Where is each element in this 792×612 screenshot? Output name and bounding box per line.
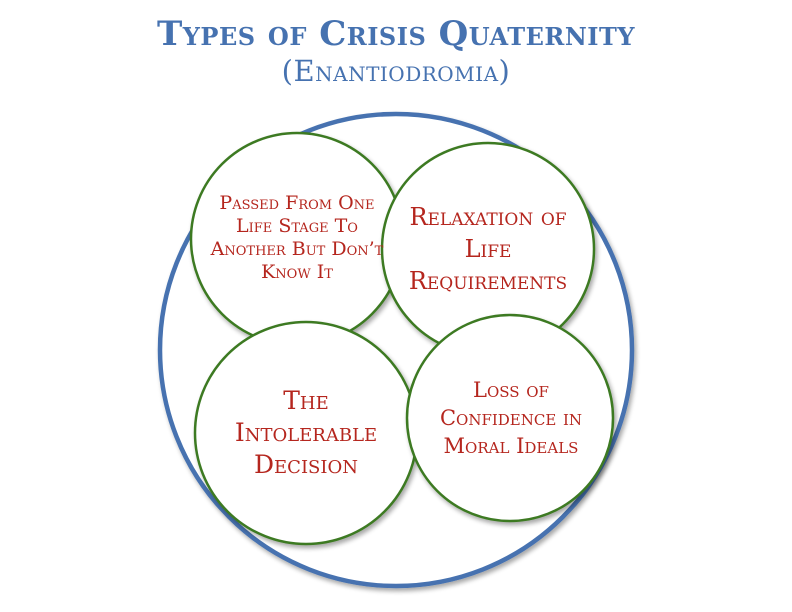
label-top-right-text: Relaxation of Life Requirements: [408, 203, 568, 295]
label-bottom-right: Loss of Confidence in Moral Ideals: [428, 352, 594, 484]
label-top-left: Passed From One Life Stage To Another Bu…: [199, 182, 395, 294]
diagram-subtitle: (Enantiodromia): [281, 54, 511, 88]
diagram-title: Types of Crisis Quaternity: [156, 14, 636, 54]
label-bottom-left: The Intolerable Decision: [214, 368, 398, 498]
circle-bottom-right: [405, 313, 615, 523]
label-top-left-text: Passed From One Life Stage To Another Bu…: [210, 192, 384, 283]
label-bottom-left-text: The Intolerable Decision: [234, 386, 378, 479]
label-bottom-right-text: Loss of Confidence in Moral Ideals: [439, 378, 583, 458]
label-top-right: Relaxation of Life Requirements: [392, 196, 584, 302]
